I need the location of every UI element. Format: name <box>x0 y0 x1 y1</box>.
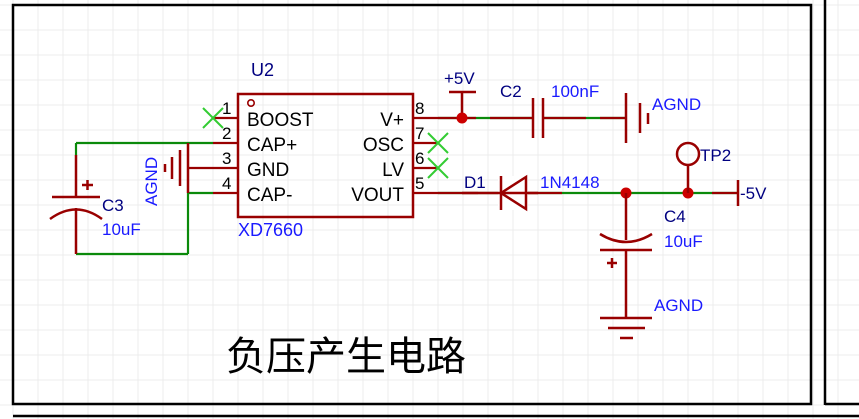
agnd-c4-label: AGND <box>654 296 703 315</box>
u2-pin-5-number: 5 <box>415 174 424 193</box>
agnd-c2-ground-icon <box>624 93 650 143</box>
tp2-ring-icon <box>675 141 701 167</box>
c3-value: 10uF <box>102 220 141 239</box>
pin1-marker-icon <box>247 99 256 108</box>
no-connect-pin-1-icon <box>202 107 224 129</box>
c3-plus-icon <box>82 180 93 190</box>
u2-pin-8-number: 8 <box>415 99 424 118</box>
c2-designator: C2 <box>500 82 522 101</box>
c4-plate-negative <box>599 232 653 244</box>
agnd-c2-label: AGND <box>652 95 701 114</box>
agnd-u2-label: AGND <box>142 157 161 206</box>
d1-value: 1N4148 <box>540 173 600 192</box>
d1-diode[interactable]: D1 1N4148 <box>462 173 600 212</box>
c3-designator: C3 <box>102 196 124 215</box>
u2-designator: U2 <box>251 60 274 80</box>
d1-designator: D1 <box>464 173 486 192</box>
c2-value: 100nF <box>551 82 599 101</box>
u2-pin-4-name: CAP- <box>247 185 292 206</box>
u2-body <box>236 92 415 219</box>
c4-designator: C4 <box>664 207 686 226</box>
c4-value: 10uF <box>664 232 703 251</box>
tp2-designator: TP2 <box>700 146 731 165</box>
u2-pin-1-name: BOOST <box>247 110 314 131</box>
vneg-label: -5V <box>740 184 767 203</box>
u2-pin-6-name: LV <box>382 160 404 181</box>
u2-pin-1-number: 1 <box>222 99 231 118</box>
sheet-title: 负压产生电路 <box>226 334 466 380</box>
u2-pin-2-name: CAP+ <box>247 135 297 156</box>
u2-pin-3-number: 3 <box>222 149 231 168</box>
u2-pin-8-name: V+ <box>380 110 404 131</box>
c4-plus-icon <box>607 258 617 268</box>
no-connect-pin-6-icon <box>427 157 449 179</box>
c3-capacitor[interactable]: C3 10uF <box>49 155 141 254</box>
u2-pin-7-name: OSC <box>363 135 404 156</box>
u2-pin-6-number: 6 <box>415 149 424 168</box>
u2-pin-3-name: GND <box>247 160 289 181</box>
u2-pin-7-number: 7 <box>415 124 424 143</box>
c4-capacitor[interactable]: C4 10uF <box>599 193 703 318</box>
c2-capacitor[interactable]: C2 100nF <box>500 82 599 138</box>
u2-value: XD7660 <box>238 220 303 240</box>
agnd-u2-ground-icon <box>163 143 190 193</box>
c3-wires[interactable] <box>74 141 213 256</box>
u2-pin-5-name: VOUT <box>351 185 404 206</box>
sheet-frame <box>11 3 813 406</box>
u2-pin-2-number: 2 <box>222 124 231 143</box>
d1-triangle <box>498 174 528 212</box>
tp2-testpoint[interactable]: TP2 <box>675 141 731 193</box>
u2-chip[interactable]: 1 2 3 4 BOOST CAP+ GND CAP- 8 7 6 5 V+ O… <box>213 60 438 240</box>
agnd-c4-ground-icon <box>600 316 652 340</box>
junction-vplus <box>456 112 468 124</box>
u2-pin-4-number: 4 <box>222 174 231 193</box>
vplus-label: +5V <box>444 69 475 88</box>
no-connect-pin-7-icon <box>427 132 449 154</box>
